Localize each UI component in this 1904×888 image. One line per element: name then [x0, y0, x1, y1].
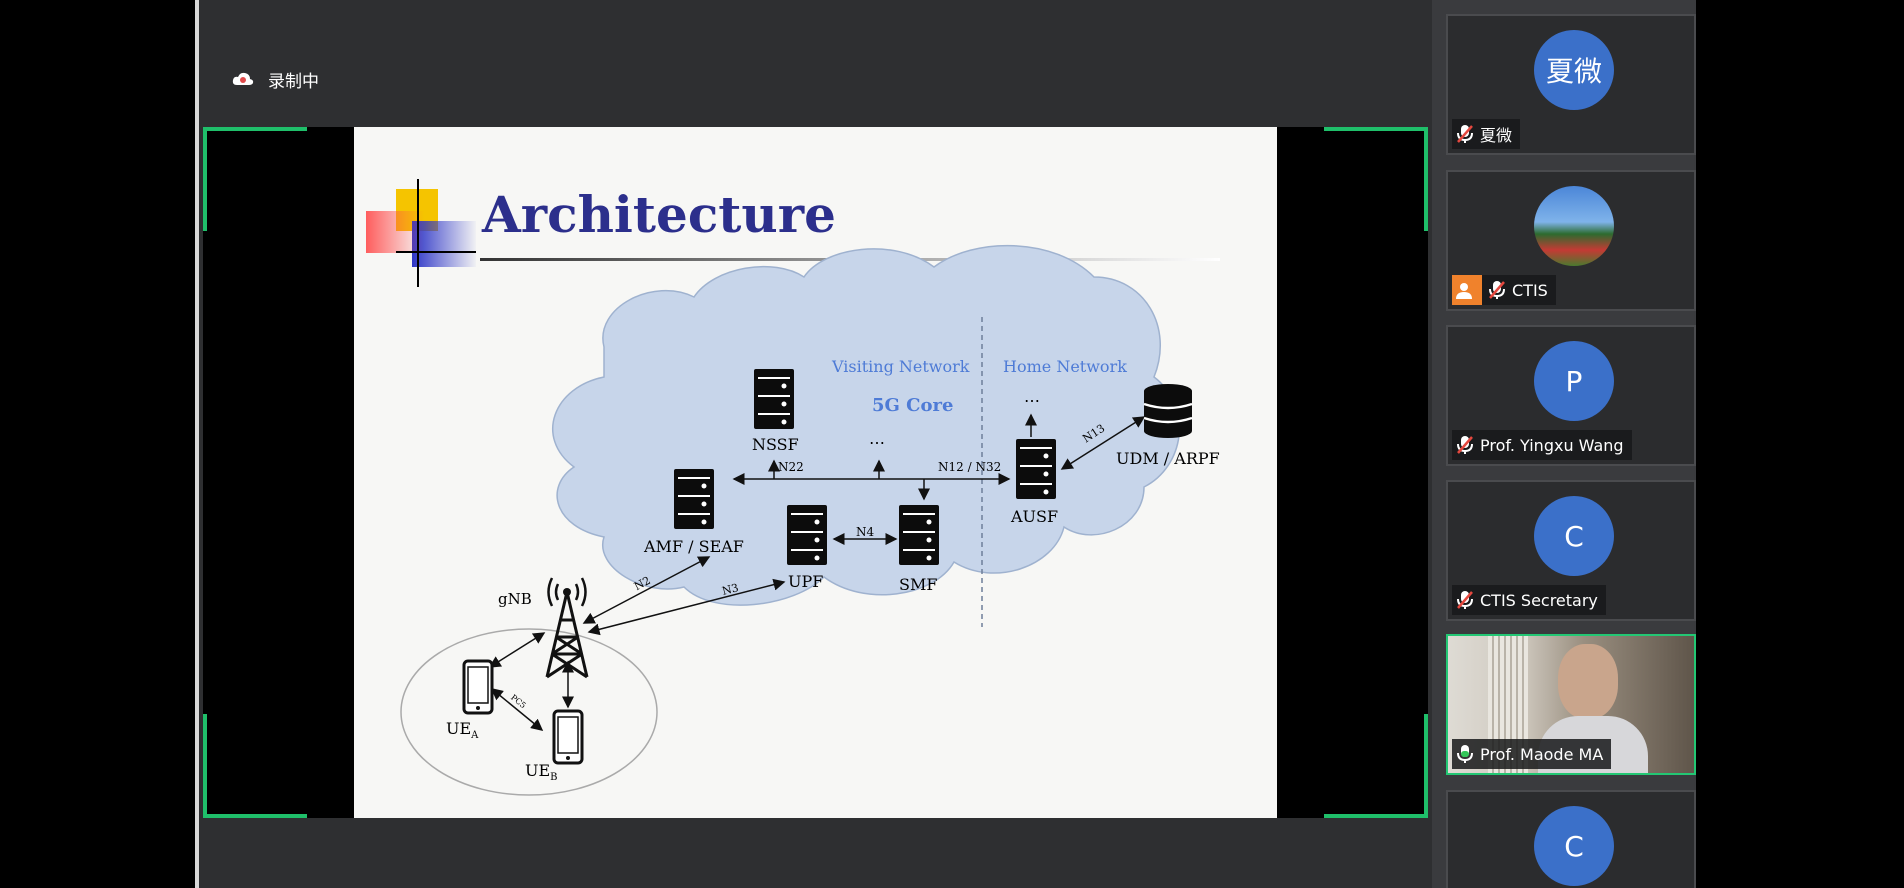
mic-active-icon	[1457, 745, 1473, 763]
visiting-network-label: Visiting Network	[832, 357, 970, 376]
avatar-photo	[1534, 186, 1614, 266]
left-edge	[195, 0, 199, 888]
host-icon	[1452, 275, 1482, 305]
participant-name: Prof. Yingxu Wang	[1480, 435, 1624, 455]
participant-tile[interactable]: P Prof. Yingxu Wang	[1446, 325, 1696, 466]
participant-name-bar: Prof. Yingxu Wang	[1452, 430, 1632, 460]
ue-b-phone-icon	[552, 709, 584, 765]
frame-corner-br	[1324, 714, 1428, 818]
ausf-label: AUSF	[1011, 507, 1059, 526]
participants-panel: 夏微 夏微 CTIS P Prof. Yingxu Wang C CTIS Se…	[1432, 0, 1696, 888]
nssf-server-icon	[754, 369, 794, 429]
nssf-label: NSSF	[752, 435, 799, 454]
database-icon	[1143, 384, 1193, 438]
participant-name-bar: 夏微	[1452, 119, 1521, 149]
gnb-label: gNB	[498, 590, 532, 608]
slide-logo-decoration	[366, 179, 476, 287]
amf-label: AMF / SEAF	[644, 537, 744, 556]
upf-server-icon	[787, 505, 827, 565]
participant-name: CTIS Secretary	[1480, 590, 1598, 610]
smf-label: SMF	[899, 575, 938, 594]
participant-name-bar: Prof. Maode MA	[1452, 739, 1612, 769]
n12-n32-label: N12 / N32	[938, 460, 1002, 474]
recording-label: 录制中	[268, 71, 319, 92]
frame-corner-tl	[203, 127, 307, 231]
participant-tile[interactable]: 夏微 夏微	[1446, 14, 1696, 155]
participant-tile-active[interactable]: Prof. Maode MA	[1446, 634, 1696, 775]
architecture-diagram	[400, 244, 1193, 796]
right-margin	[1696, 0, 1904, 888]
ue-area	[400, 628, 658, 796]
ausf-server-icon	[1016, 439, 1056, 499]
participant-tile[interactable]: C CTIS Secretary	[1446, 480, 1696, 621]
home-network-label: Home Network	[1003, 357, 1127, 376]
mic-muted-icon	[1489, 281, 1505, 299]
mic-muted-icon	[1457, 125, 1473, 143]
participant-tile[interactable]: C	[1446, 790, 1696, 888]
participant-name: 夏微	[1480, 126, 1513, 145]
n4-label: N4	[856, 525, 875, 539]
avatar: C	[1534, 806, 1614, 886]
participant-name-bar: CTIS	[1452, 275, 1556, 305]
mic-muted-icon	[1457, 591, 1473, 609]
amf-server-icon	[674, 469, 714, 529]
frame-corner-bl	[203, 714, 307, 818]
ellipsis-home: …	[1024, 387, 1040, 406]
avatar: 夏微	[1534, 30, 1614, 110]
mic-muted-icon	[1457, 436, 1473, 454]
presentation-slide: Architecture	[354, 127, 1277, 818]
participant-name-bar: CTIS Secretary	[1452, 585, 1606, 615]
frame-corner-tr	[1324, 127, 1428, 231]
recording-indicator[interactable]: 录制中	[232, 66, 319, 92]
ue-b-label: UEB	[525, 761, 558, 784]
gnb-tower-icon	[545, 577, 589, 679]
ellipsis-core: …	[869, 429, 885, 448]
participant-tile[interactable]: CTIS	[1446, 170, 1696, 311]
participant-name: CTIS	[1512, 280, 1548, 300]
cloud-record-icon	[232, 72, 254, 85]
5g-core-label: 5G Core	[872, 395, 954, 416]
ue-a-phone-icon	[462, 659, 494, 715]
n22-label: N22	[778, 460, 804, 474]
udm-label: UDM / ARPF	[1116, 449, 1220, 468]
ue-a-label: UEA	[446, 719, 479, 742]
smf-server-icon	[899, 505, 939, 565]
upf-label: UPF	[788, 572, 824, 591]
avatar: P	[1534, 341, 1614, 421]
slide-title: Architecture	[482, 185, 836, 244]
participant-name: Prof. Maode MA	[1480, 744, 1604, 764]
avatar: C	[1534, 496, 1614, 576]
